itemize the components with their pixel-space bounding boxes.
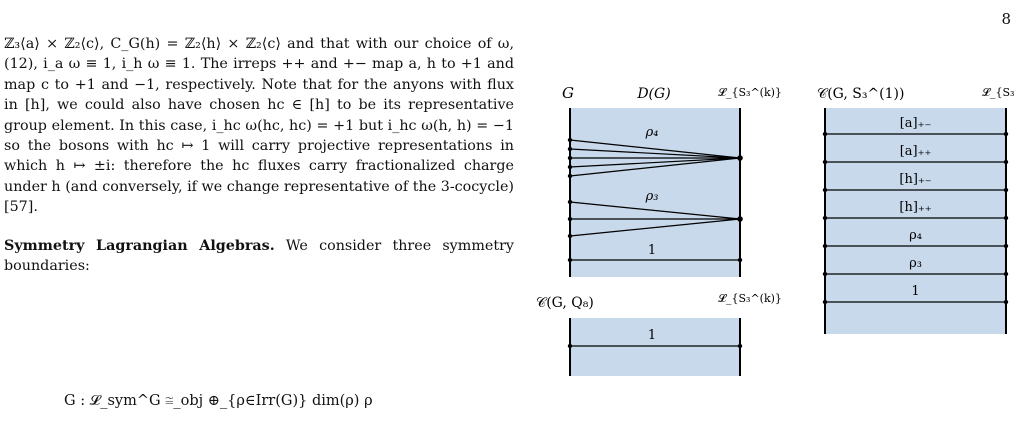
panel-c-row-node bbox=[1003, 271, 1009, 277]
equation-lagrangian: G : 𝓛_sym^G ≅_obj ⊕_{ρ∈Irr(G)} dim(ρ) ρ bbox=[64, 393, 373, 409]
panel-c-row-node bbox=[1003, 215, 1009, 221]
text-column: ℤ₃⟨a⟩ × ℤ₂⟨c⟩, C_G(h) = ℤ₂⟨h⟩ × ℤ₂⟨c⟩ an… bbox=[4, 34, 514, 276]
panel-a-label-right: 𝓛_{S₃^(k)} bbox=[718, 86, 782, 99]
section-heading: Symmetry Lagrangian Algebras. bbox=[4, 237, 275, 254]
section-body: We consider three symmetry boundaries: bbox=[4, 237, 514, 275]
panel-c-row-node bbox=[1003, 299, 1009, 305]
panel-b-node-left bbox=[567, 343, 573, 349]
figure: ρ₄ ρ₃ 1 G D(G) 𝓛_{S₃^(k)} 1 𝒞(G, Q₈) 𝓛_{… bbox=[536, 76, 1021, 381]
panel-b-label-left: 𝒞(G, Q₈) bbox=[536, 295, 594, 311]
panel-c-row-node bbox=[822, 299, 828, 305]
panel-a-rho4-label: ρ₄ bbox=[645, 125, 659, 140]
panel-c-row-node bbox=[1003, 131, 1009, 137]
panel-c-row-node bbox=[822, 131, 828, 137]
page-number: 8 bbox=[1001, 10, 1011, 28]
panel-a-band bbox=[570, 108, 740, 277]
panel-c-band bbox=[825, 108, 1006, 334]
panel-a-one-label: 1 bbox=[648, 243, 656, 258]
intro-rest: of ω, (12), i_a ω ≡ 1, i_h ω ≡ 1. The ir… bbox=[4, 36, 515, 216]
panel-b-label-right: 𝓛_{S₃^(k)} bbox=[718, 292, 782, 305]
panel-b: 1 𝒞(G, Q₈) 𝓛_{S₃^(k)} bbox=[536, 292, 782, 376]
panel-c-row-node bbox=[822, 187, 828, 193]
panel-c-rows: [a]₊₋ [a]₊₊ [h]₊₋ [h]₊₊ ρ₄ ρ₃ 1 bbox=[822, 116, 1009, 305]
panel-c-row-node bbox=[822, 243, 828, 249]
panel-c-row-label: ρ₃ bbox=[909, 256, 922, 271]
panel-c-row-label: [h]₊₊ bbox=[899, 200, 931, 215]
panel-c-row-label: [a]₊₊ bbox=[900, 144, 932, 159]
panel-a-label-center: D(G) bbox=[636, 86, 670, 102]
panel-c-row-node bbox=[822, 159, 828, 165]
panel-a-rho4-lines bbox=[569, 139, 741, 177]
figure-svg: ρ₄ ρ₃ 1 G D(G) 𝓛_{S₃^(k)} 1 𝒞(G, Q₈) 𝓛_{… bbox=[536, 84, 1021, 376]
panel-a: ρ₄ ρ₃ 1 G D(G) 𝓛_{S₃^(k)} bbox=[562, 84, 782, 277]
panel-c-row-node bbox=[1003, 243, 1009, 249]
panel-b-one-label: 1 bbox=[648, 328, 656, 343]
intro-line-1: ℤ₃⟨a⟩ × ℤ₂⟨c⟩, C_G(h) = ℤ₂⟨h⟩ × ℤ₂⟨c⟩ an… bbox=[4, 36, 472, 52]
panel-c-row-node bbox=[1003, 187, 1009, 193]
panel-c-row-node bbox=[1003, 159, 1009, 165]
panel-c-row-node bbox=[822, 215, 828, 221]
panel-a-rho3-label: ρ₃ bbox=[645, 189, 659, 204]
panel-c: [a]₊₋ [a]₊₊ [h]₊₋ [h]₊₊ ρ₄ ρ₃ 1 𝒞(G, S₃^(1)) 𝓛… bbox=[817, 86, 1021, 334]
panel-c-row-label: [h]₊₋ bbox=[899, 172, 931, 187]
panel-c-row-label: [a]₊₋ bbox=[900, 116, 932, 131]
panel-b-node-right bbox=[737, 343, 743, 349]
panel-a-label-left: G bbox=[562, 84, 574, 102]
intro-paragraph: ℤ₃⟨a⟩ × ℤ₂⟨c⟩, C_G(h) = ℤ₂⟨h⟩ × ℤ₂⟨c⟩ an… bbox=[4, 34, 514, 218]
section-paragraph: Symmetry Lagrangian Algebras. We conside… bbox=[4, 236, 514, 277]
panel-c-label-left: 𝒞(G, S₃^(1)) bbox=[817, 86, 904, 102]
panel-c-row-label: ρ₄ bbox=[909, 228, 922, 243]
panel-c-row-node bbox=[822, 271, 828, 277]
panel-b-band bbox=[570, 318, 740, 376]
panel-a-rho3-lines bbox=[569, 201, 741, 237]
panel-c-label-right: 𝓛_{S₃^(k)} bbox=[982, 86, 1016, 99]
panel-c-row-label: 1 bbox=[911, 284, 919, 299]
